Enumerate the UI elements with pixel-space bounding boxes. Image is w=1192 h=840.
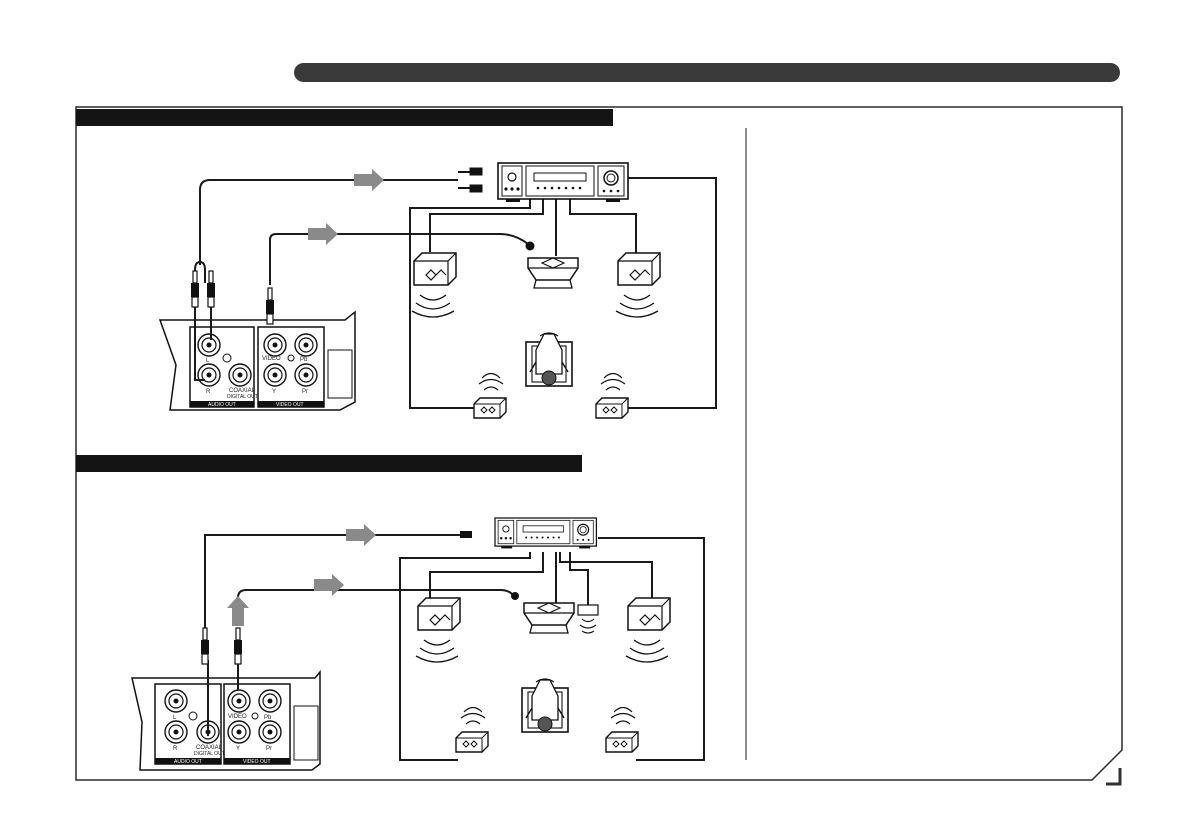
speaker-icon <box>473 372 507 419</box>
label-r: R <box>173 746 178 752</box>
header-bar <box>294 63 1120 82</box>
label-pb: Pb <box>300 357 308 363</box>
label-y: Y <box>236 746 240 752</box>
label-y: Y <box>272 389 276 395</box>
listener-icon <box>521 678 569 733</box>
cable-video-top <box>269 233 529 285</box>
label-digital-out: DIGITAL OUT <box>194 751 225 757</box>
cable-audio-top <box>199 179 458 265</box>
cable-video-bottom <box>237 589 513 625</box>
label-l: L <box>206 358 210 364</box>
label-audio-out: AUDIO OUT <box>208 402 236 408</box>
speaker-icon <box>605 706 639 753</box>
label-video: VIDEO <box>262 356 281 362</box>
listener-icon <box>525 332 573 387</box>
label-r: R <box>206 389 211 395</box>
player-panel-bottom: L R COAXIAL DIGITAL OUT AUDIO OUT VIDEO … <box>131 669 321 771</box>
label-pr: Pr <box>302 389 308 395</box>
receiver-icon <box>494 517 598 550</box>
rca-plug-icon <box>200 627 210 665</box>
speaker-icon <box>411 252 457 318</box>
arrow-icon <box>308 223 338 245</box>
speaker-icon <box>625 597 671 663</box>
label-coaxial: COAXIAL <box>229 388 256 394</box>
label-digital-out: DIGITAL OUT <box>227 394 258 400</box>
corner-mark-icon <box>1106 768 1122 786</box>
speaker-icon <box>415 597 461 663</box>
label-audio-out: AUDIO OUT <box>174 759 202 765</box>
section-bar-bottom <box>76 455 582 472</box>
diagram-bottom: L R COAXIAL DIGITAL OUT AUDIO OUT VIDEO … <box>131 517 705 771</box>
rca-plug-icon <box>206 270 216 308</box>
speaker-icon <box>455 706 489 753</box>
page-frame <box>75 106 1123 781</box>
label-l: L <box>173 715 177 721</box>
label-pr: Pr <box>266 746 272 752</box>
arrow-icon <box>354 169 384 191</box>
label-video: VIDEO <box>228 714 247 720</box>
rca-plug-icon <box>265 287 275 325</box>
label-video-out: VIDEO OUT <box>243 759 271 765</box>
diagram-top: L R COAXIAL DIGITAL OUT AUDIO OUT VIDEO … <box>158 162 717 419</box>
subwoofer-icon <box>577 604 599 634</box>
arrow-icon <box>314 574 344 596</box>
section-bar-top <box>76 109 613 126</box>
speaker-icon <box>595 372 629 419</box>
center-speaker-icon <box>523 602 575 634</box>
label-coaxial: COAXIAL <box>196 745 223 751</box>
arrow-icon <box>346 524 376 546</box>
rca-plug-icon <box>190 270 200 308</box>
label-pb: Pb <box>264 715 272 721</box>
center-speaker-icon <box>527 257 579 289</box>
arrow-icon <box>227 596 249 626</box>
player-panel-top: L R COAXIAL DIGITAL OUT AUDIO OUT VIDEO … <box>158 310 356 411</box>
speaker-icon <box>615 252 661 318</box>
label-video-out: VIDEO OUT <box>276 402 304 408</box>
rca-plug-icon <box>233 627 243 665</box>
receiver-icon <box>497 162 629 203</box>
